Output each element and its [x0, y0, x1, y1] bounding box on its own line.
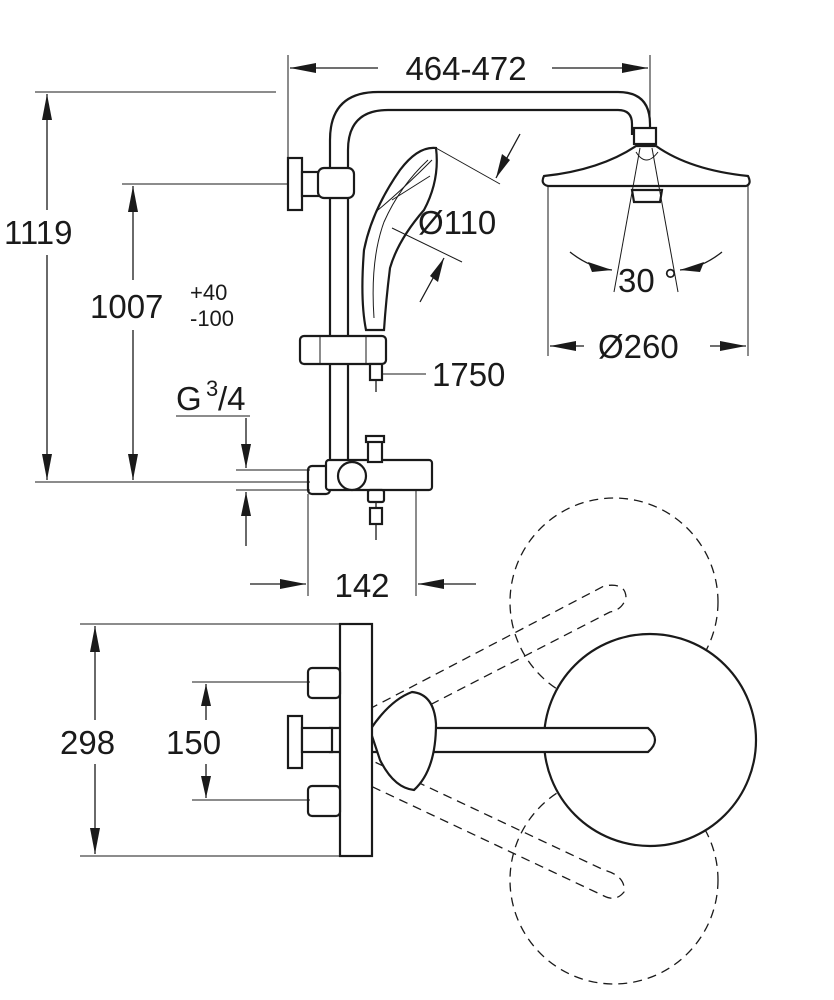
dim-tol-plus: +40 [190, 280, 227, 305]
thermostat-top [338, 622, 374, 858]
hand-shower-top [368, 690, 438, 792]
dim-total-height: 1119 [4, 214, 73, 251]
dim-head-shower-diameter: Ø260 [598, 328, 679, 365]
dim-tol-minus: -100 [190, 306, 234, 331]
dim-thermostat-length: 298 [60, 724, 115, 761]
dim-hand-shower-diameter: Ø110 [418, 204, 496, 241]
dim-thermostat-depth: 142 [334, 567, 389, 604]
side-view: 464-472 1119 1007 +40 -100 Ø110 30 ° [4, 50, 751, 604]
dim-connection-num: 3 [206, 376, 218, 401]
head-shower [541, 126, 751, 204]
slider [298, 334, 388, 366]
head-position-lower [509, 775, 719, 985]
head-position-upper [509, 497, 719, 707]
dim-connection-den: /4 [218, 380, 246, 417]
thermostat [306, 434, 434, 540]
shower-arm [328, 90, 652, 478]
top-view: 298 150 [60, 497, 758, 985]
dim-connection: G [176, 380, 202, 417]
dim-spray-angle: 30 ° [618, 262, 677, 299]
dim-adjustable-height: 1007 [90, 288, 163, 325]
dim-head-reach: 464-472 [405, 50, 526, 87]
dim-hose-length: 1750 [432, 356, 505, 393]
wall-bracket-top [286, 156, 304, 212]
dim-inlet-spacing: 150 [166, 724, 221, 761]
